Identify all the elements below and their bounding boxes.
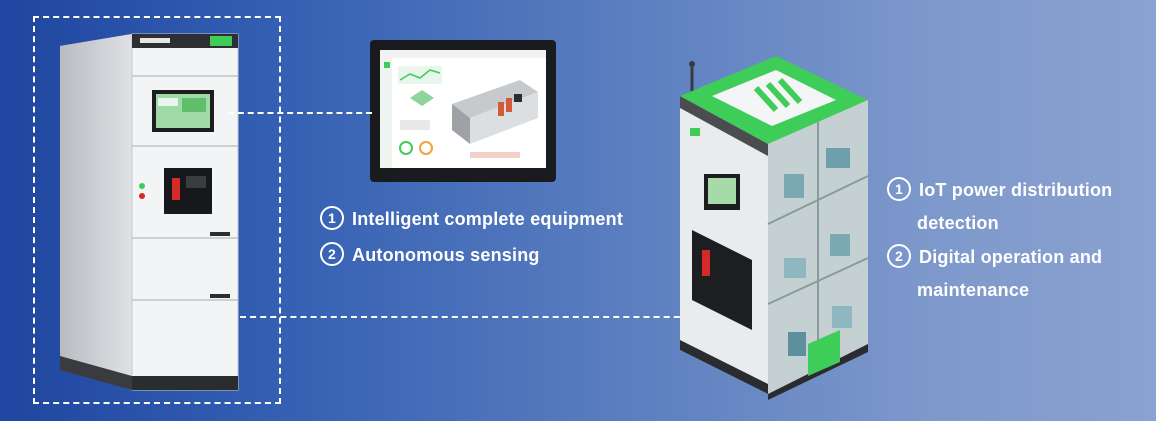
feature-label-line1: IoT power distribution	[919, 180, 1113, 200]
left-feature-2: 2 Autonomous sensing	[320, 242, 540, 268]
feature-label: Autonomous sensing	[352, 244, 540, 265]
switchgear-cabinet-image	[60, 28, 240, 392]
number-badge: 1	[887, 177, 911, 202]
isometric-smart-switchgear-building-image	[672, 44, 872, 400]
feature-label-line2: detection	[917, 213, 999, 233]
feature-label-line1: Digital operation and	[919, 247, 1103, 267]
right-feature-1: 1 IoT power distribution detection	[887, 174, 1112, 240]
feature-label-line2: maintenance	[917, 280, 1030, 300]
number-badge: 1	[320, 206, 344, 230]
feature-label: Intelligent complete equipment	[352, 208, 624, 229]
right-feature-2: 2 Digital operation and maintenance	[887, 241, 1102, 307]
left-feature-1: 1 Intelligent complete equipment	[320, 206, 624, 232]
connector-line-cabinet	[240, 316, 710, 318]
number-badge: 2	[320, 242, 344, 266]
cabinet-selection-frame	[33, 16, 281, 404]
number-badge: 2	[887, 244, 911, 269]
connector-line-screen	[228, 112, 372, 114]
hmi-touchscreen-monitor-image	[370, 40, 556, 182]
